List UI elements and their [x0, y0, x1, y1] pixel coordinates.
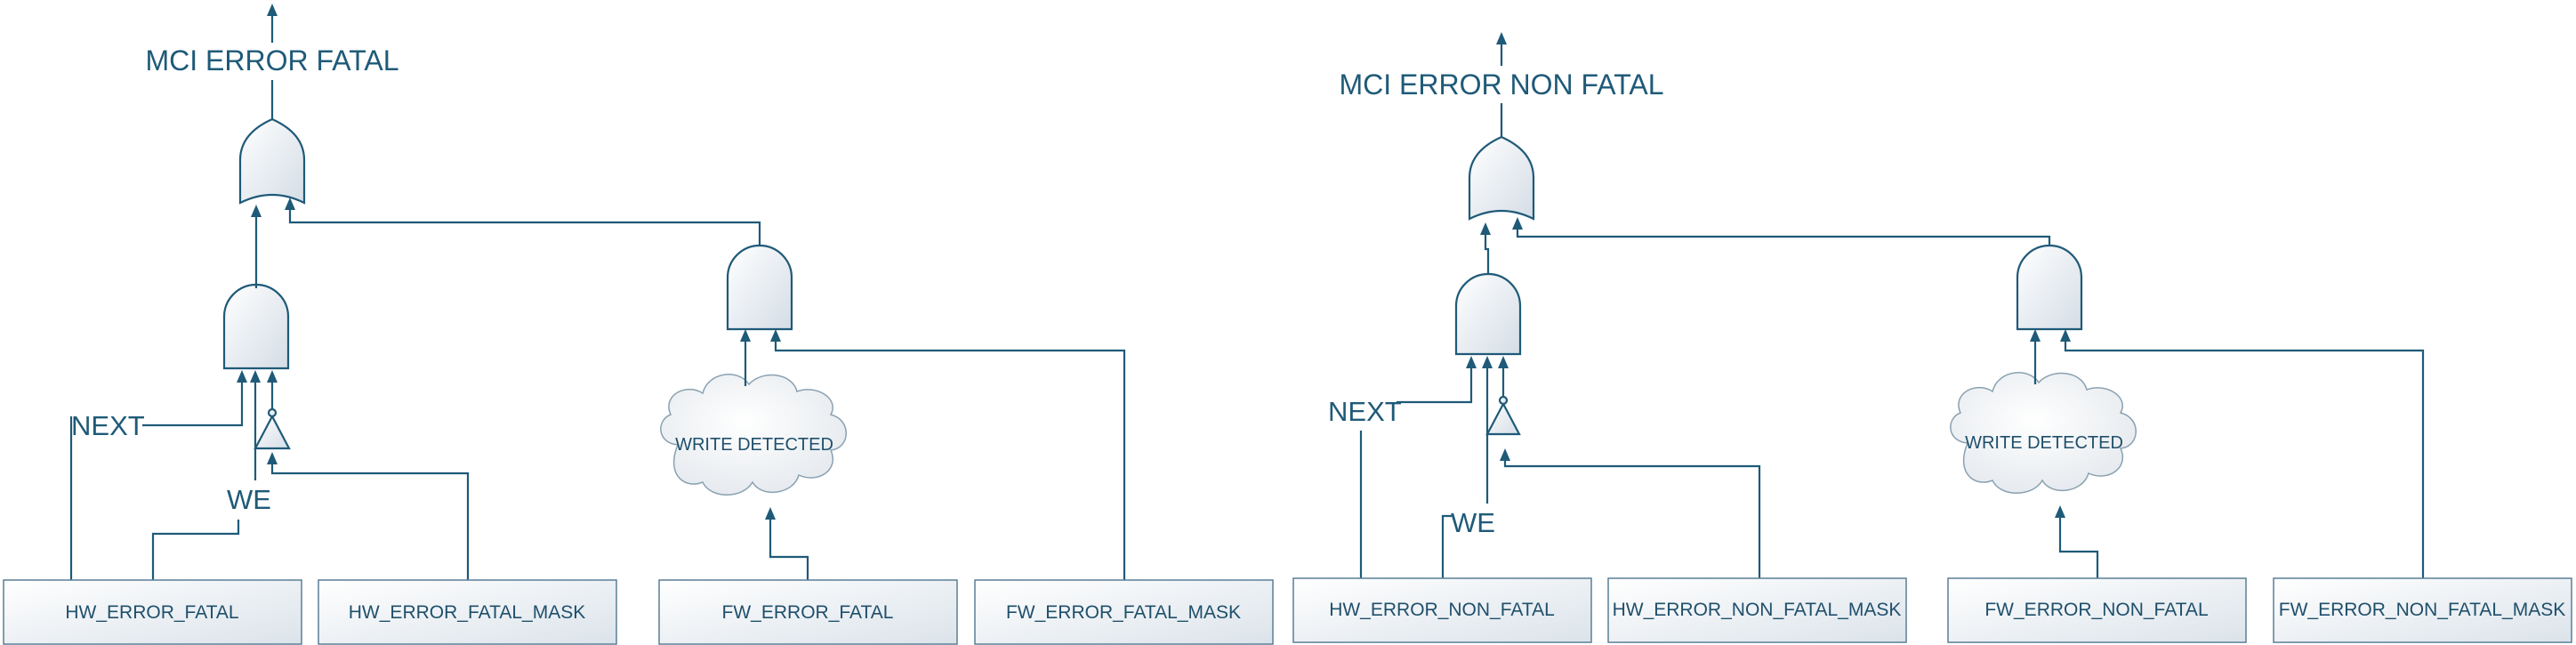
hw-error-non-fatal-label: HW_ERROR_NON_FATAL — [1329, 600, 1555, 620]
hw-error-non-fatal-mask-label: HW_ERROR_NON_FATAL_MASK — [1613, 600, 1902, 620]
mask-to-not-line — [270, 463, 470, 580]
nf-or-gate — [1468, 135, 1535, 221]
fw-error-non-fatal-box — [1947, 577, 2247, 643]
next-to-and-line — [142, 381, 244, 427]
nf-mask-arrowhead — [1500, 448, 1510, 461]
fw-non-fatal-arrowhead — [2055, 505, 2065, 518]
and-gate-hw — [222, 283, 290, 370]
non-fatal-output-label: MCI ERROR NON FATAL — [1339, 69, 1663, 101]
non-fatal-output-arrowhead — [1496, 32, 1507, 44]
cloud-label: WRITE DETECTED — [675, 435, 833, 455]
and-gate-fw — [726, 244, 793, 331]
fatal-output-label: MCI ERROR FATAL — [145, 44, 398, 77]
nf-write-detected-cloud — [1950, 372, 2137, 494]
fw-fatal-to-cloud-line — [769, 518, 809, 580]
nf-cloud-arrowhead — [2030, 329, 2041, 342]
fw-error-non-fatal-mask-box — [2273, 577, 2572, 643]
hw-error-non-fatal-box — [1292, 577, 1592, 643]
fw-error-fatal-box — [658, 579, 958, 645]
fw-error-non-fatal-mask-label: FW_ERROR_NON_FATAL_MASK — [2279, 600, 2565, 620]
and-fw-to-or-arrowhead — [285, 198, 295, 210]
or-gate — [238, 117, 306, 205]
hw-error-fatal-mask-label: HW_ERROR_FATAL_MASK — [349, 602, 585, 623]
nf-and-fw-to-or-arrowhead — [1512, 217, 1523, 230]
nf-next-to-and-line — [1397, 367, 1473, 404]
nf-cloud-label: WRITE DETECTED — [1965, 433, 2123, 453]
hw-error-fatal-label: HW_ERROR_FATAL — [65, 602, 238, 623]
fatal-output-arrowhead — [267, 4, 278, 16]
next-label: NEXT — [71, 410, 145, 441]
hw-error-fatal-mask-box — [318, 579, 617, 645]
nf-and-gate-hw — [1454, 272, 1522, 356]
hw-fatal-to-we-line — [151, 520, 240, 580]
nf-fw-mask-to-and-line — [2064, 340, 2425, 578]
nf-and-hw-to-or-arrowhead — [1480, 222, 1491, 235]
fatal-logic-diagram: MCI ERROR FATAL NEXT WE WRITE DETECTED — [3, 4, 1274, 645]
nf-not-gate — [1485, 401, 1521, 436]
fw-fatal-arrowhead — [765, 507, 776, 520]
fw-mask-arrowhead — [770, 329, 781, 342]
fw-error-fatal-mask-box — [974, 579, 1274, 645]
nf-not-arrowhead — [1498, 356, 1509, 368]
and-fw-to-or-line — [288, 208, 761, 246]
we-arrowhead — [250, 370, 261, 383]
cloud-arrowhead — [740, 329, 751, 342]
nf-next-label: NEXT — [1328, 396, 1402, 427]
hw-error-non-fatal-mask-box — [1607, 577, 1907, 643]
and-hw-to-or-arrowhead — [251, 205, 262, 217]
fw-error-fatal-mask-label: FW_ERROR_FATAL_MASK — [1006, 602, 1241, 623]
write-detected-cloud — [660, 374, 847, 496]
hw-non-fatal-to-we-line — [1441, 514, 1452, 578]
nf-next-arrowhead — [1466, 356, 1477, 368]
not-arrowhead — [267, 370, 278, 383]
nf-and-hw-to-or-line — [1484, 233, 1490, 274]
not-gate — [254, 414, 291, 450]
fw-mask-to-and-line — [774, 340, 1126, 580]
fw-error-non-fatal-label: FW_ERROR_NON_FATAL — [1984, 600, 2208, 620]
fw-non-fatal-to-cloud-line — [2058, 516, 2099, 578]
nf-we-label: WE — [1451, 507, 1495, 538]
not-gate-bubble — [267, 407, 278, 418]
next-arrowhead — [237, 370, 247, 383]
nf-and-gate-fw — [2016, 244, 2083, 331]
nf-mask-to-not-line — [1503, 459, 1761, 578]
nf-not-gate-bubble — [1498, 395, 1509, 406]
mask-arrowhead — [267, 452, 278, 464]
nf-we-arrowhead — [1482, 356, 1493, 368]
we-label: WE — [227, 484, 271, 515]
fw-error-fatal-label: FW_ERROR_FATAL — [722, 602, 894, 623]
hw-error-fatal-box — [3, 579, 302, 645]
nf-fw-mask-arrowhead — [2060, 329, 2071, 342]
nf-and-fw-to-or-line — [1516, 228, 2051, 246]
non-fatal-logic-diagram: MCI ERROR NON FATAL NEXT WE WRITE DETECT… — [1292, 32, 2572, 643]
